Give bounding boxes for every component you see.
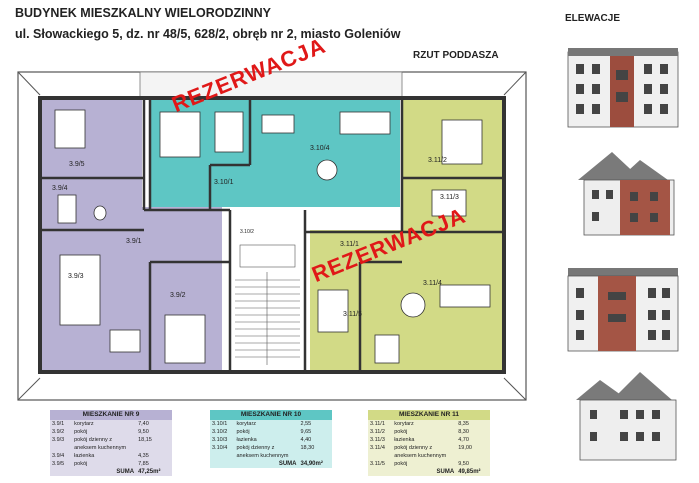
room-label: 3.11/1 [340, 241, 359, 248]
address-line: ul. Słowackiego 5, dz. nr 48/5, 628/2, o… [15, 27, 401, 41]
table-title: MIESZKANIE NR 11 [368, 410, 490, 420]
table-icon [316, 159, 338, 181]
sofa-icon [374, 334, 400, 364]
bathtub-icon [431, 189, 467, 217]
table-icon [109, 329, 141, 353]
room-label: 3.11/5 [343, 311, 362, 318]
elevation-rear [567, 268, 679, 352]
stair-treads [235, 244, 300, 365]
room-label: 3.11/3 [440, 194, 459, 201]
roof-hip-line [503, 71, 527, 96]
inner-walls [40, 98, 504, 372]
room-label: 3.9/5 [69, 161, 85, 168]
elevations-label: ELEWACJE [565, 13, 621, 24]
room-label: 3.9/3 [68, 273, 84, 280]
kitchen-counter-icon [339, 111, 391, 135]
sofa-icon [59, 254, 101, 326]
kitchen-counter-icon [439, 284, 491, 308]
room-label: 3.10/4 [310, 145, 330, 152]
outer-wall [38, 96, 506, 374]
furniture [54, 109, 491, 364]
bed-icon [159, 111, 201, 158]
table-title: MIESZKANIE NR 10 [210, 410, 332, 420]
table-title: MIESZKANIE NR 9 [50, 410, 172, 420]
drawing-title: BUDYNEK MIESZKALNY WIELORODZINNY [15, 6, 272, 20]
table-icon [400, 292, 426, 318]
room-label: 3.10/1 [214, 179, 234, 186]
bed-icon [441, 119, 483, 165]
sofa-icon [261, 114, 295, 134]
elevation-side-2 [576, 372, 677, 461]
room-label: 3.9/2 [170, 292, 186, 299]
bed-icon [164, 314, 206, 364]
staircase [230, 212, 305, 372]
toilet-icon [93, 205, 107, 221]
elevation-side-1 [578, 152, 675, 236]
elevation-front [567, 48, 679, 128]
bathtub-icon [214, 111, 244, 153]
room-label: 3.10/2 [240, 229, 254, 235]
bed-icon [317, 289, 349, 333]
room-label: 3.9/1 [126, 238, 142, 245]
bathtub-icon [57, 194, 77, 224]
plan-label: RZUT PODDASZA [413, 50, 499, 61]
room-label: 3.11/4 [423, 280, 442, 287]
bed-icon [54, 109, 86, 149]
roof-hip-line [17, 377, 41, 401]
roof-hip-line [503, 377, 527, 401]
room-label: 3.9/4 [52, 185, 68, 192]
room-label: 3.11/2 [428, 157, 447, 164]
roof-hip-line [17, 71, 41, 96]
